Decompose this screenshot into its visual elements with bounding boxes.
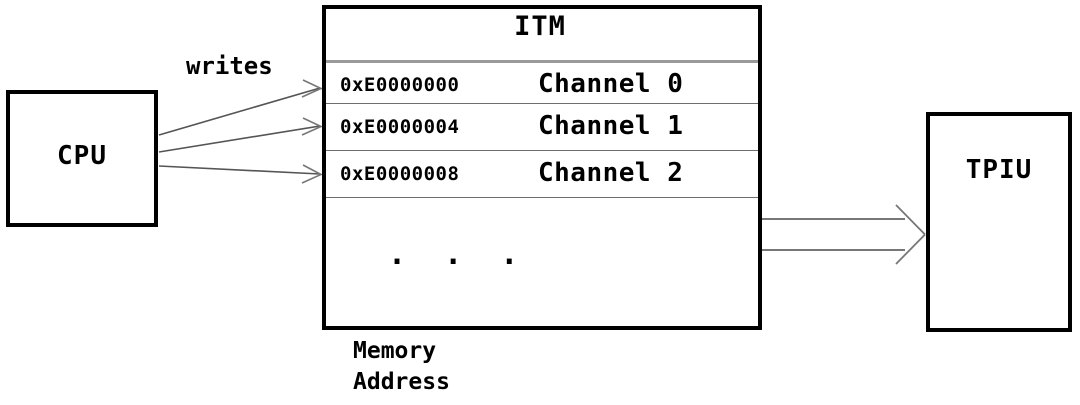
register-address: 0xE0000008 xyxy=(340,163,460,185)
cpu-label: CPU xyxy=(57,141,107,171)
register-channel: Channel 2 xyxy=(538,158,684,188)
itm-node[interactable] xyxy=(322,5,762,330)
register-channel: Channel 0 xyxy=(538,69,684,99)
itm-register-table: 0xE0000000 Channel 0 0xE0000004 Channel … xyxy=(326,9,758,326)
tpiu-label: TPIU xyxy=(965,155,1033,185)
arrow-cpu-to-channel-1 xyxy=(158,117,323,153)
writes-edge-label: writes xyxy=(186,52,273,80)
arrow-cpu-to-channel-2 xyxy=(158,164,323,184)
tpiu-node[interactable] xyxy=(926,112,1072,332)
arrow-itm-to-tpiu xyxy=(762,204,926,265)
ellipsis-label: . . . xyxy=(388,237,529,272)
itm-title: ITM xyxy=(514,11,566,42)
table-row[interactable]: 0xE0000000 Channel 0 xyxy=(326,60,758,103)
register-address: 0xE0000004 xyxy=(340,116,460,138)
register-channel: Channel 1 xyxy=(538,111,684,141)
cpu-node[interactable] xyxy=(6,90,158,227)
table-row[interactable]: 0xE0000008 Channel 2 xyxy=(326,150,758,197)
table-row[interactable]: 0xE0000004 Channel 1 xyxy=(326,103,758,150)
arrow-cpu-to-channel-0 xyxy=(158,79,323,136)
table-row-continuation xyxy=(326,197,758,326)
register-address: 0xE0000000 xyxy=(340,74,460,96)
